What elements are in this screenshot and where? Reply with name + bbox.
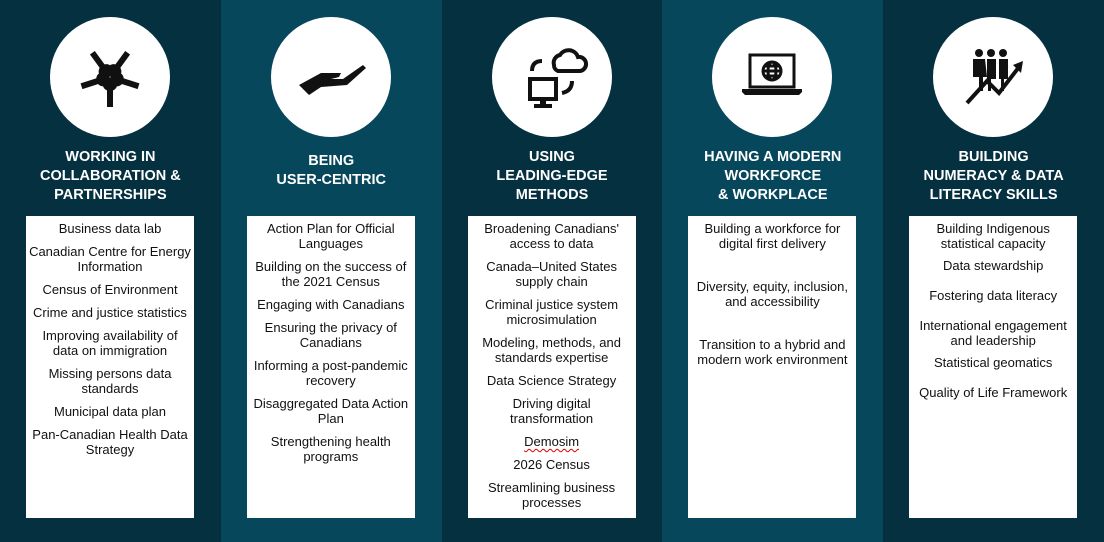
- pillar-title-line: USER-CENTRIC: [276, 172, 386, 188]
- pillar-column: BUILDING NUMERACY & DATA LITERACY SKILLS Bu…: [883, 0, 1104, 542]
- list-item: Building Indigenous statistical capacity: [936, 221, 1050, 251]
- list-item: Transition to a hybrid and modern work e…: [697, 337, 848, 367]
- list-item: 2026 Census: [513, 457, 590, 472]
- list-item: Improving availability of data on immigr…: [42, 328, 178, 358]
- pillar-title-line: PARTNERSHIPS: [54, 187, 167, 203]
- list-item: Strengthening health programs: [270, 434, 391, 464]
- computer-cloud-sync-icon: [527, 48, 588, 108]
- pillar-column: USING LEADING-EDGE METHODS Broadening Canad…: [441, 0, 663, 542]
- list-item: Building on the success of the 2021 Cens…: [255, 259, 407, 289]
- list-item: Canada–United States supply chain: [486, 259, 617, 289]
- list-item: Canadian Centre for Energy Information: [29, 244, 191, 274]
- pillar-title-line: LEADING-EDGE: [496, 168, 608, 184]
- list-item: Census of Environment: [42, 282, 178, 297]
- list-item: Criminal justice system microsimulation: [485, 297, 619, 327]
- list-item: Municipal data plan: [53, 404, 167, 419]
- people-growth-chart-icon: [965, 49, 1024, 105]
- pillar-title-line: HAVING A MODERN: [704, 149, 842, 165]
- list-item: Quality of Life Framework: [919, 385, 1068, 400]
- pillar-title: BEING USER-CENTRIC: [221, 152, 442, 190]
- pillar-title-line: COLLABORATION &: [40, 168, 181, 184]
- pillar-items-list: Building a workforce for digital first d…: [688, 216, 857, 518]
- list-item: Streamlining business processes: [488, 480, 616, 510]
- list-item: Missing persons data standards: [48, 366, 172, 396]
- list-item: Diversity, equity, inclusion, and access…: [696, 279, 849, 309]
- pillar-title-line: BUILDING: [958, 149, 1029, 165]
- pillar-title: USING LEADING-EDGE METHODS: [442, 148, 663, 205]
- icon-circle: [712, 17, 833, 137]
- list-item: Business data lab: [58, 221, 162, 236]
- pillar-title-line: NUMERACY & DATA: [923, 168, 1064, 184]
- pillar-title-line: & WORKPLACE: [718, 187, 828, 203]
- pillar-title: WORKING IN COLLABORATION & PARTNERSHIPS: [0, 148, 221, 205]
- list-item: Informing a post-pandemic recovery: [253, 358, 408, 388]
- pillar-items-list: Building Indigenous statistical capacity…: [909, 216, 1078, 518]
- pillar-title: BUILDING NUMERACY & DATA LITERACY SKILLS: [883, 148, 1104, 205]
- list-item: Data stewardship: [942, 258, 1044, 273]
- pillar-title-line: USING: [529, 149, 575, 165]
- list-item: Demosim: [524, 434, 580, 449]
- pillar-title: HAVING A MODERN WORKFORCE & WORKPLACE: [662, 148, 883, 205]
- list-item: Building a workforce for digital first d…: [704, 221, 841, 251]
- pillar-title-line: WORKING IN: [65, 149, 156, 165]
- list-item: Engaging with Canadians: [257, 297, 405, 312]
- pillar-column: WORKING IN COLLABORATION & PARTNERSHIPS Bus…: [0, 0, 221, 542]
- list-item: Driving digital transformation: [510, 396, 594, 426]
- list-item: International engagement and leadership: [919, 318, 1067, 348]
- list-item: Fostering data literacy: [929, 288, 1058, 303]
- list-item: Crime and justice statistics: [33, 305, 187, 320]
- icon-circle: [50, 17, 170, 137]
- list-item: Broadening Canadians' access to data: [484, 221, 619, 251]
- icon-circle: [491, 17, 612, 137]
- open-hand-icon: [298, 65, 366, 95]
- list-item: Data Science Strategy: [486, 373, 617, 388]
- pillar-column: BEING USER-CENTRIC Action Plan for Officia…: [220, 0, 442, 542]
- icon-circle: [933, 17, 1054, 137]
- list-item: Disaggregated Data Action Plan: [253, 396, 409, 426]
- pillar-title-line: WORKFORCE: [724, 168, 822, 184]
- list-item: Statistical geomatics: [933, 355, 1053, 370]
- laptop-globe-icon: [742, 53, 803, 95]
- pillar-title-line: BEING: [308, 153, 355, 169]
- icon-circle: [270, 17, 391, 137]
- list-item: Modeling, methods, and standards experti…: [482, 335, 621, 365]
- hands-collaboration-icon: [79, 48, 141, 107]
- list-item: Pan-Canadian Health Data Strategy: [32, 427, 188, 457]
- list-item: Action Plan for Official Languages: [266, 221, 395, 251]
- pillar-title-line: METHODS: [515, 187, 589, 203]
- pillar-column: HAVING A MODERN WORKFORCE & WORKPLACE Build…: [662, 0, 884, 542]
- pillar-title-line: LITERACY SKILLS: [929, 187, 1058, 203]
- list-item: Ensuring the privacy of Canadians: [264, 320, 397, 350]
